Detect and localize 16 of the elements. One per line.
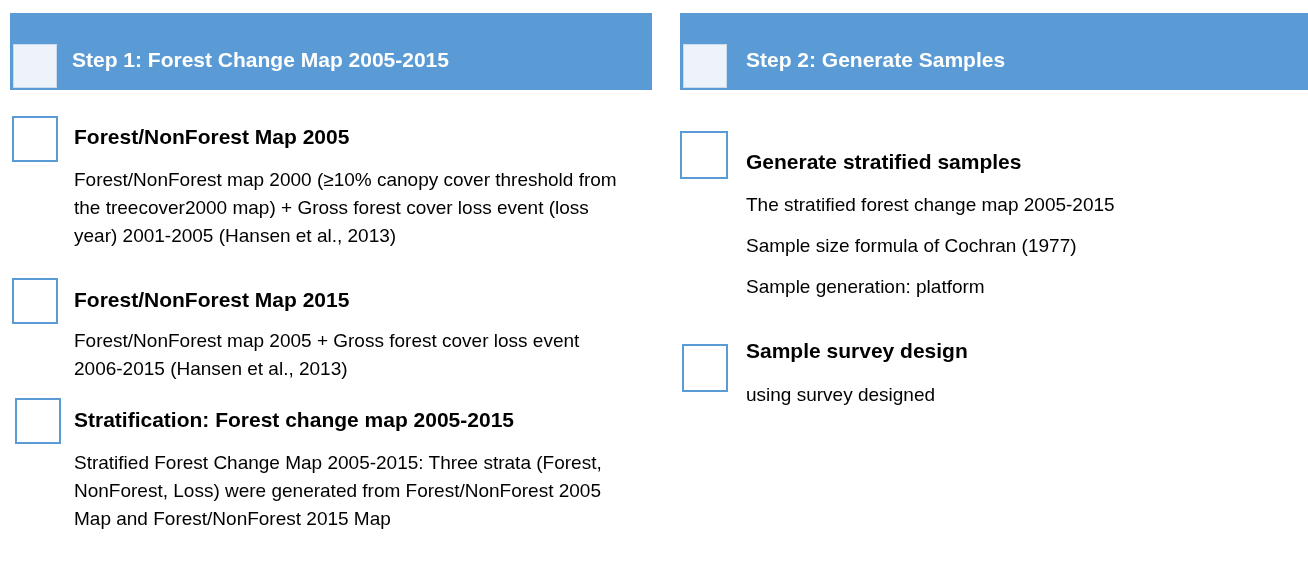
item-heading: Forest/NonForest Map 2015 <box>74 287 351 313</box>
item-description: The stratified forest change map 2005-2015 <box>746 193 1116 217</box>
header-band <box>680 13 1308 90</box>
section-title: Step 2: Generate Samples <box>746 47 1006 73</box>
item-description: Sample generation: platform <box>746 275 986 299</box>
header-band <box>10 13 652 90</box>
item-heading: Generate stratified samples <box>746 149 1023 175</box>
item-heading: Forest/NonForest Map 2005 <box>74 124 351 150</box>
item-description: Forest/NonForest map 2000 (≥10% canopy cover threshold from the treecover2000 map) + Gross forest cover loss event (loss year) 2001-2005 (Hansen et al., 2013) <box>74 168 618 248</box>
item-description: Stratified Forest Change Map 2005-2015: Three strata (Forest, NonForest, Loss) were generated from Forest/NonForest 2005 Map and Forest/NonForest 2015 Map <box>74 451 603 531</box>
item-heading: Stratification: Forest change map 2005-2015 <box>74 407 515 433</box>
item-description: using survey designed <box>746 383 937 407</box>
item-heading: Sample survey design <box>746 338 969 364</box>
item-description: Forest/NonForest map 2005 + Gross forest cover loss event 2006-2015 (Hansen et al., 2013) <box>74 329 581 381</box>
section-title: Step 1: Forest Change Map 2005-2015 <box>72 47 449 73</box>
item-description: Sample size formula of Cochran (1977) <box>746 234 1078 258</box>
